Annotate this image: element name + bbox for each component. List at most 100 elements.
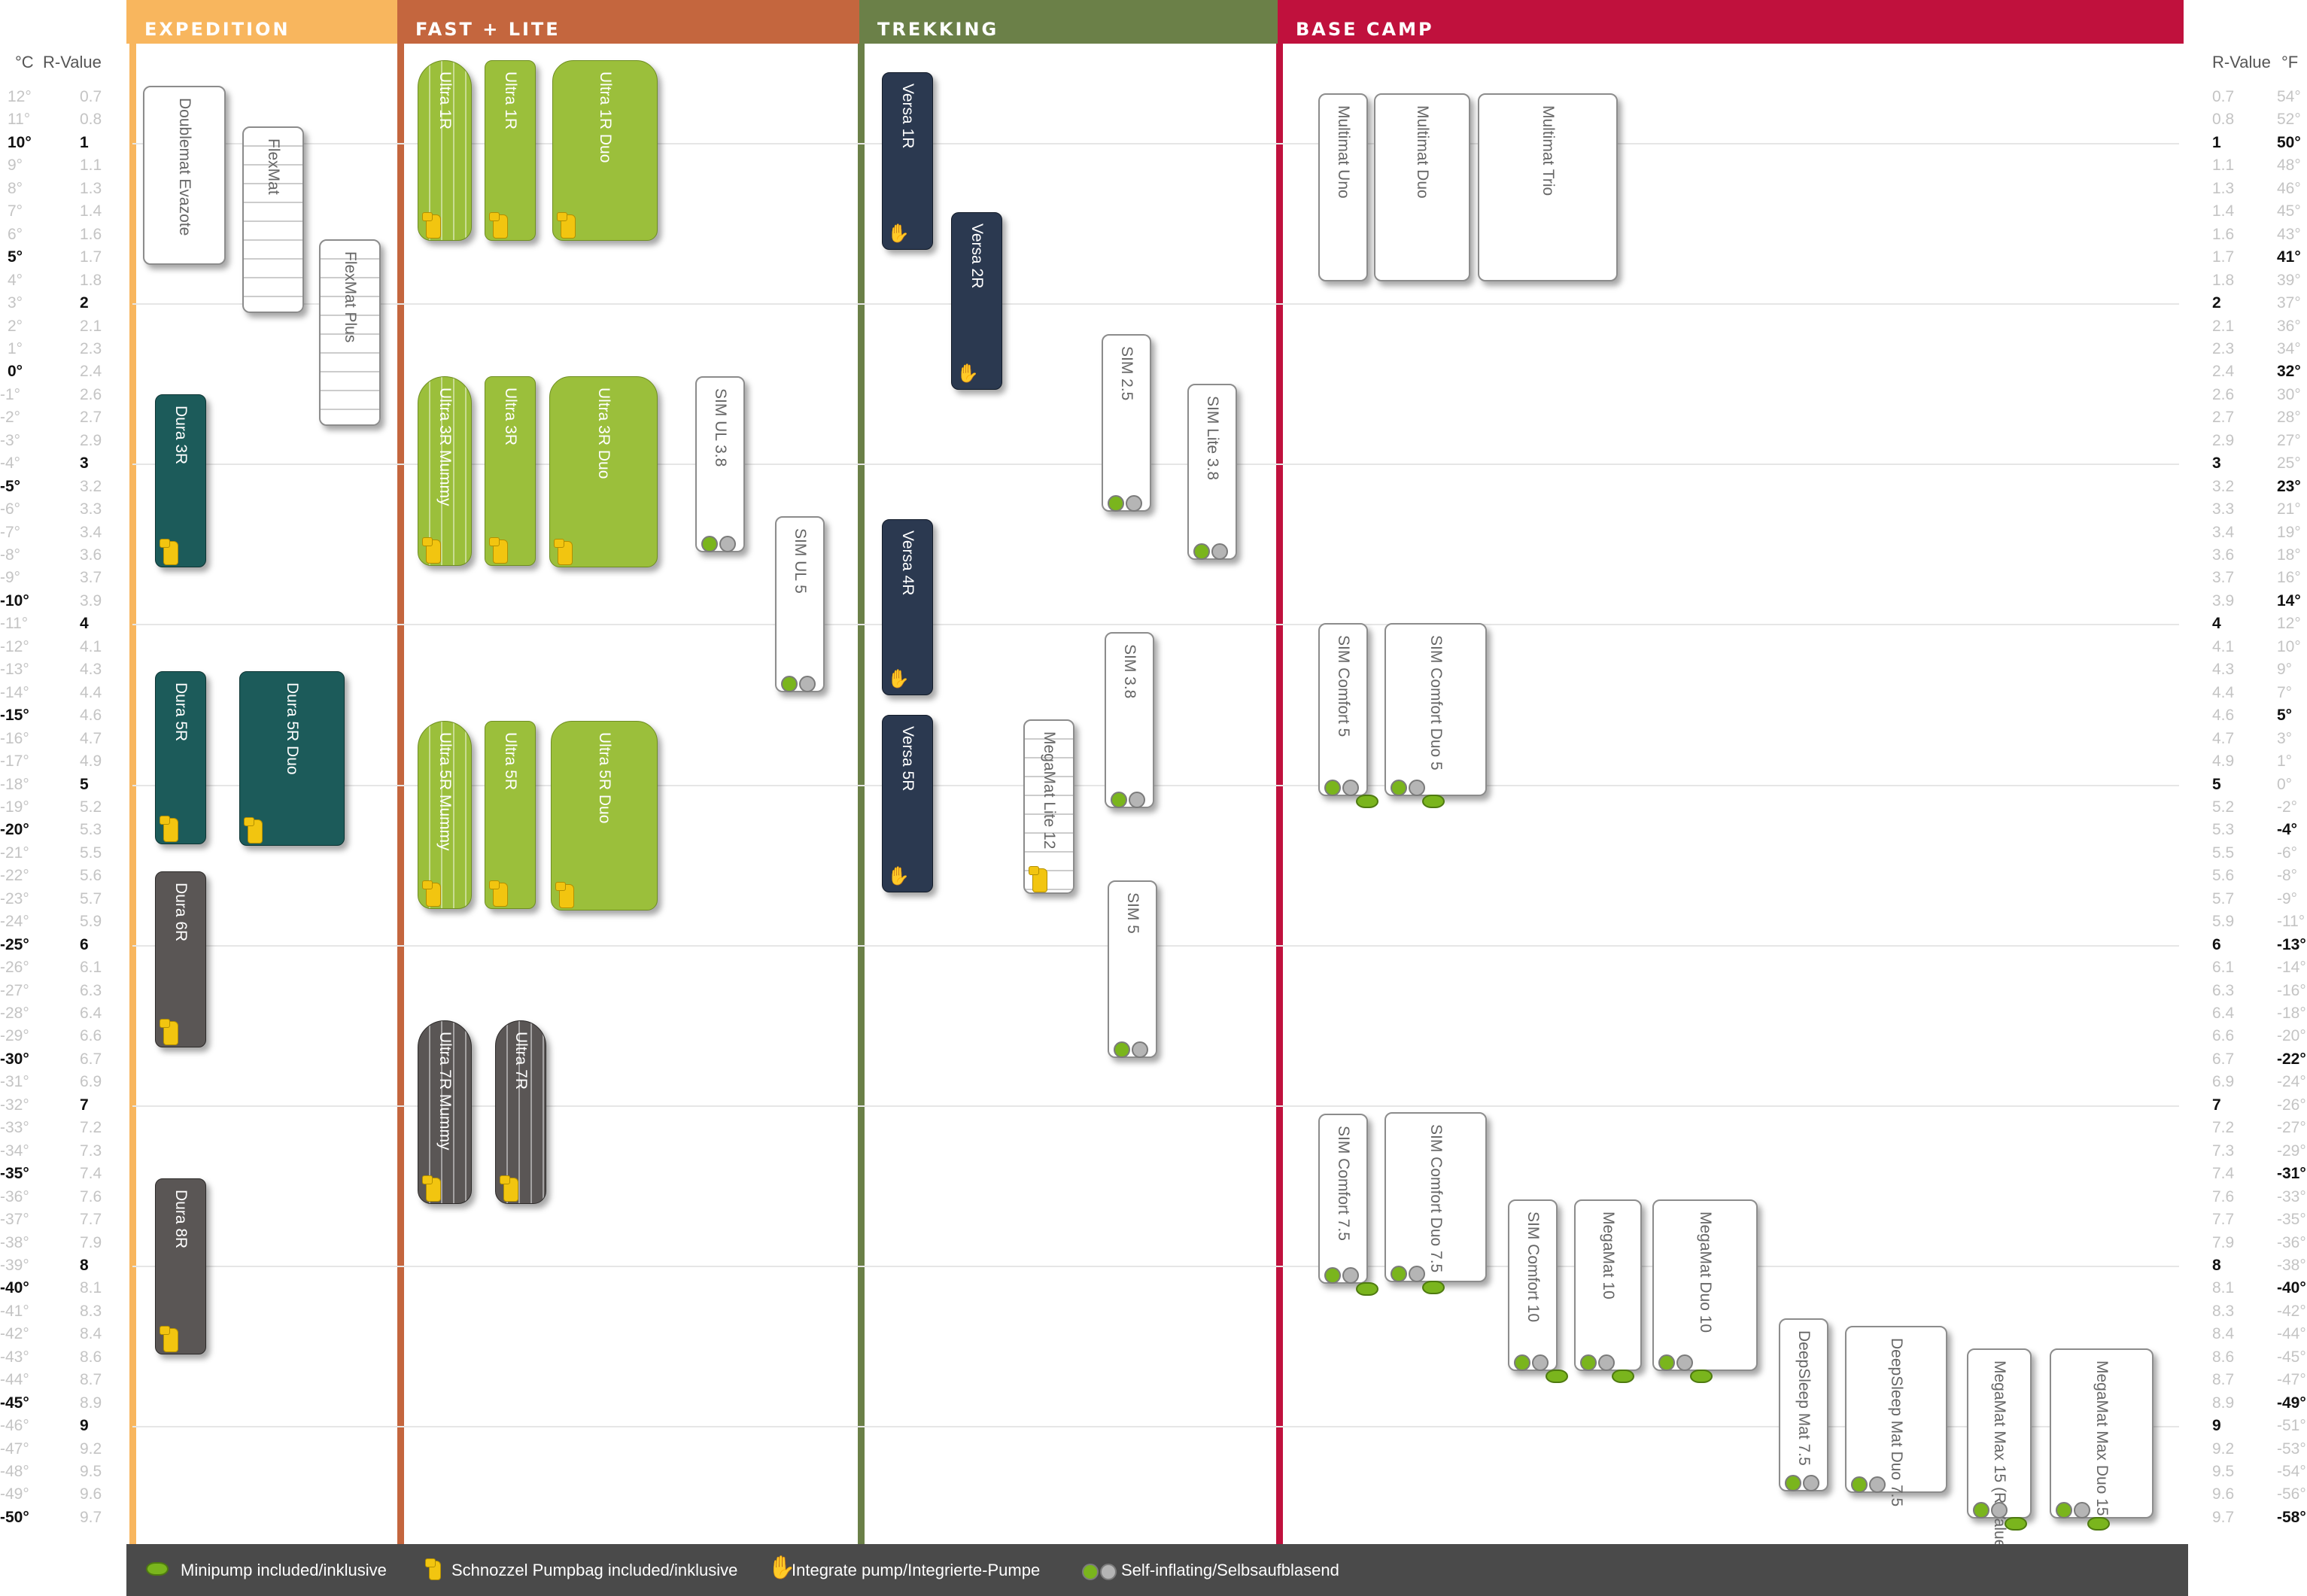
fahrenheit-tick: -54° xyxy=(2277,1463,2306,1480)
celsius-tick: -37° xyxy=(0,1211,29,1229)
sleeping-mat[interactable]: Multimat Duo xyxy=(1374,93,1470,281)
sleeping-mat[interactable]: SIM Comfort 5 xyxy=(1318,623,1378,808)
self-inflating-valve-icon xyxy=(1514,1354,1549,1371)
celsius-tick: -2° xyxy=(0,409,21,427)
sleeping-mat[interactable]: SIM UL 5 xyxy=(775,516,825,692)
sleeping-mat[interactable]: Multimat Uno xyxy=(1318,93,1368,281)
celsius-tick: -30° xyxy=(0,1050,29,1068)
rvalue-tick-left: 1.8 xyxy=(80,271,102,289)
rvalue-tick-right: 3.4 xyxy=(2212,523,2235,541)
rvalue-tick-left: 2.9 xyxy=(80,431,102,449)
sleeping-mat[interactable]: Dura 3R xyxy=(155,394,206,567)
sleeping-mat[interactable]: SIM Comfort 7.5 xyxy=(1318,1114,1378,1296)
celsius-tick: -19° xyxy=(0,798,29,816)
fahrenheit-tick: -53° xyxy=(2277,1439,2306,1458)
fahrenheit-tick: -13° xyxy=(2277,935,2306,953)
sleeping-mat[interactable]: DeepSleep Mat 7.5 xyxy=(1779,1318,1828,1491)
mat-label: SIM 5 xyxy=(1124,892,1141,934)
left-scale: °C R-Value 12°11°10°9°8°7°6°5°4°3°2°1°0°… xyxy=(0,0,128,1596)
sleeping-mat[interactable]: Ultra 7R Mummy xyxy=(418,1020,472,1204)
sleeping-mat[interactable]: SIM Comfort 10 xyxy=(1508,1199,1568,1383)
sleeping-mat[interactable]: FlexMat xyxy=(242,126,304,313)
sleeping-mat[interactable]: MegaMat Max 15 (R-Value: 10,6) xyxy=(1967,1348,2032,1593)
celsius-tick: -36° xyxy=(0,1187,29,1205)
mat-label: SIM Comfort Duo 7.5 xyxy=(1427,1124,1445,1273)
celsius-tick: -33° xyxy=(0,1119,29,1137)
fahrenheit-tick: -6° xyxy=(2277,844,2298,862)
rvalue-tick-right: 0.7 xyxy=(2212,88,2235,105)
self-inflating-valve-icon xyxy=(1658,1354,1693,1371)
rvalue-tick-left: 7.4 xyxy=(80,1165,102,1183)
minipump-icon xyxy=(1546,1370,1568,1383)
sleeping-mat[interactable]: Ultra 3R Mummy xyxy=(418,376,472,566)
fahrenheit-tick: -40° xyxy=(2277,1279,2306,1297)
sleeping-mat[interactable]: Ultra 5R Duo xyxy=(551,721,658,910)
rvalue-tick-right: 6.1 xyxy=(2212,959,2235,977)
fahrenheit-tick: -33° xyxy=(2277,1187,2306,1205)
sleeping-mat[interactable]: Ultra 5R Mummy xyxy=(418,721,472,909)
rvalue-tick-right: 7.2 xyxy=(2212,1119,2235,1137)
celsius-tick: -40° xyxy=(0,1279,29,1297)
sleeping-mat[interactable]: Ultra 3R Duo xyxy=(549,376,658,567)
celsius-tick: -47° xyxy=(0,1439,29,1458)
hand-pump-icon: ✋ xyxy=(956,363,979,384)
sleeping-mat[interactable]: Multimat Trio xyxy=(1478,93,1618,281)
rvalue-tick-right: 5.9 xyxy=(2212,913,2235,931)
celsius-tick: -10° xyxy=(0,591,29,610)
rvalue-tick-left: 5.3 xyxy=(80,821,102,839)
mat-label: SIM Comfort 10 xyxy=(1524,1211,1542,1323)
sleeping-mat[interactable]: MegaMat Max Duo 15 xyxy=(2050,1348,2154,1531)
rvalue-tick-right: 3.3 xyxy=(2212,500,2235,518)
sleeping-mat[interactable]: MegaMat Lite 12 xyxy=(1023,719,1074,894)
sleeping-mat[interactable]: SIM UL 3.8 xyxy=(695,376,745,552)
fahrenheit-tick: -44° xyxy=(2277,1325,2306,1343)
rvalue-tick-right: 8.3 xyxy=(2212,1302,2235,1320)
rvalue-tick-left: 8.7 xyxy=(80,1371,102,1389)
sleeping-mat[interactable]: Ultra 1R Duo xyxy=(552,60,658,241)
grid-line xyxy=(132,784,2179,786)
celsius-tick: -27° xyxy=(0,981,29,999)
sleeping-mat[interactable]: FlexMat Plus xyxy=(319,239,381,426)
sleeping-mat[interactable]: Versa 2R✋ xyxy=(951,212,1002,390)
sleeping-mat[interactable]: Ultra 3R xyxy=(485,376,536,566)
sleeping-mat[interactable]: MegaMat 10 xyxy=(1574,1199,1642,1383)
rvalue-tick-right: 9.7 xyxy=(2212,1508,2235,1526)
sleeping-mat[interactable]: Ultra 7R xyxy=(495,1020,546,1204)
sleeping-mat[interactable]: SIM 3.8 xyxy=(1105,632,1154,808)
sleeping-mat[interactable]: SIM Lite 3.8 xyxy=(1187,384,1237,560)
section-divider-base-camp xyxy=(1276,44,1283,1547)
sleeping-mat[interactable]: SIM 2.5 xyxy=(1102,334,1151,512)
sleeping-mat[interactable]: MegaMat Duo 10 xyxy=(1652,1199,1758,1383)
rvalue-tick-left: 8.1 xyxy=(80,1279,102,1297)
sleeping-mat[interactable]: SIM Comfort Duo 5 xyxy=(1385,623,1487,808)
schnozzel-pumpbag-icon xyxy=(500,1175,518,1202)
sleeping-mat[interactable]: Doublemat Evazote xyxy=(143,86,226,265)
celsius-tick: -18° xyxy=(0,775,29,793)
sleeping-mat[interactable]: Dura 5R Duo xyxy=(239,671,345,846)
fahrenheit-tick: 25° xyxy=(2277,454,2301,473)
sleeping-mat[interactable]: Dura 6R xyxy=(155,871,206,1047)
schnozzel-pumpbag-icon xyxy=(244,817,263,844)
rvalue-tick-left: 9.5 xyxy=(80,1463,102,1480)
rvalue-tick-right: 4.1 xyxy=(2212,637,2235,655)
rvalue-tick-left: 8.6 xyxy=(80,1348,102,1366)
sleeping-mat[interactable]: Versa 1R✋ xyxy=(882,72,933,250)
sleeping-mat[interactable]: SIM Comfort Duo 7.5 xyxy=(1385,1112,1487,1294)
sleeping-mat[interactable]: Ultra 5R xyxy=(485,721,536,909)
sleeping-mat[interactable]: SIM 5 xyxy=(1108,880,1157,1058)
sleeping-mat[interactable]: Dura 8R xyxy=(155,1178,206,1354)
fahrenheit-tick: -29° xyxy=(2277,1142,2306,1160)
sleeping-mat[interactable]: Dura 5R xyxy=(155,671,206,844)
sleeping-mat[interactable]: Versa 5R✋ xyxy=(882,715,933,892)
section-header-expedition: EXPEDITION xyxy=(126,0,397,44)
fahrenheit-tick: -42° xyxy=(2277,1302,2306,1320)
rvalue-tick-left: 0.7 xyxy=(80,88,102,105)
sleeping-mat[interactable]: Versa 4R✋ xyxy=(882,519,933,695)
sleeping-mat[interactable]: Ultra 1R xyxy=(418,60,472,241)
sleeping-mat[interactable]: Ultra 1R xyxy=(485,60,536,241)
sleeping-mat[interactable]: DeepSleep Mat Duo 7.5 xyxy=(1845,1326,1947,1506)
mat-label: DeepSleep Mat 7.5 xyxy=(1795,1330,1813,1466)
celsius-tick: 4° xyxy=(8,271,23,289)
mat-label: SIM Lite 3.8 xyxy=(1204,396,1221,481)
rvalue-tick-right: 1.6 xyxy=(2212,225,2235,243)
